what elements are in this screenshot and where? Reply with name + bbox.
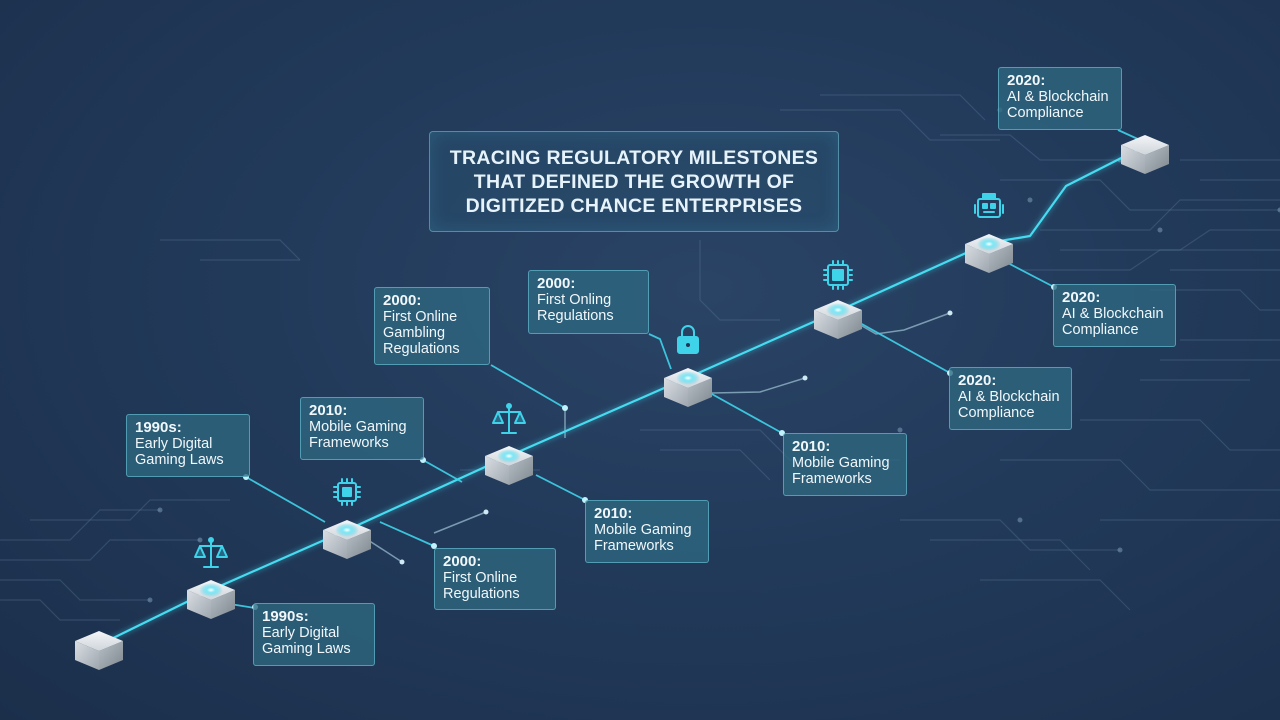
milestone-label: 2010: Mobile Gaming Frameworks: [783, 433, 907, 496]
link-dot: [802, 375, 808, 381]
chip-icon: [333, 478, 361, 506]
milestone-text: Mobile Gaming Frameworks: [309, 419, 407, 451]
timeline-line: [96, 143, 1148, 648]
timeline-node-cube: [965, 234, 1013, 273]
node-glow: [497, 449, 521, 463]
connector-dot: [431, 543, 437, 549]
link-dot: [947, 310, 953, 316]
milestone-year: 2000:: [443, 553, 482, 570]
milestone-year: 2020:: [958, 372, 997, 389]
timeline-node-cube: [1121, 135, 1169, 174]
milestone-year: 2020:: [1007, 72, 1046, 89]
node-glow: [335, 523, 359, 537]
timeline-node-cube: [323, 520, 371, 559]
milestone-year: 2000:: [537, 275, 576, 292]
title-panel: TRACING REGULATORY MILESTONES THAT DEFIN…: [429, 131, 839, 232]
milestone-label: 2010: Mobile Gaming Frameworks: [585, 500, 709, 563]
milestone-text: First Onling Regulations: [537, 292, 614, 324]
chip-icon: [823, 260, 853, 290]
node-glow: [977, 237, 1001, 251]
milestone-label: 2010: Mobile Gaming Frameworks: [300, 397, 424, 460]
link-dot: [399, 559, 405, 565]
timeline-node-cube: [75, 631, 123, 670]
milestone-label: 2000: First Online Gambling Regulations: [374, 287, 490, 365]
milestone-label: 1990s: Early Digital Gaming Laws: [126, 414, 250, 477]
page-title: TRACING REGULATORY MILESTONES THAT DEFIN…: [449, 146, 819, 217]
robot-icon: [974, 193, 1004, 218]
secondary-connectors: [367, 312, 951, 563]
circuit-background: [0, 94, 1280, 621]
milestone-year: 2010:: [594, 505, 633, 522]
padlock-icon: [677, 325, 699, 354]
timeline-node-cube: [485, 446, 533, 485]
milestone-year: 2010:: [309, 402, 348, 419]
milestone-label: 2020: AI & Blockchain Compliance: [998, 67, 1122, 130]
milestone-text: Early Digital Gaming Laws: [262, 625, 351, 657]
milestone-text: Mobile Gaming Frameworks: [792, 455, 890, 487]
milestone-label: 1990s: Early Digital Gaming Laws: [253, 603, 375, 666]
milestone-text: Early Digital Gaming Laws: [135, 436, 224, 468]
timeline-node-cube: [814, 300, 862, 339]
milestone-label: 2000: First Online Regulations: [434, 548, 556, 610]
node-glow: [199, 583, 223, 597]
milestone-label: 2000: First Onling Regulations: [528, 270, 649, 334]
milestone-year: 1990s:: [262, 608, 309, 625]
milestone-text: AI & Blockchain Compliance: [1062, 306, 1164, 338]
milestone-text: AI & Blockchain Compliance: [958, 389, 1060, 421]
milestone-label: 2020: AI & Blockchain Compliance: [1053, 284, 1176, 347]
timeline-node-cube: [187, 580, 235, 619]
connector-dot: [562, 405, 568, 411]
milestone-text: First Online Gambling Regulations: [383, 309, 460, 357]
milestone-year: 1990s:: [135, 419, 182, 436]
milestone-text: First Online Regulations: [443, 570, 520, 602]
link-dot: [483, 509, 489, 515]
scales-icon: [194, 537, 228, 568]
milestone-text: AI & Blockchain Compliance: [1007, 89, 1109, 121]
node-glow: [676, 371, 700, 385]
scales-icon: [492, 403, 526, 434]
milestone-label: 2020: AI & Blockchain Compliance: [949, 367, 1072, 430]
milestone-text: Mobile Gaming Frameworks: [594, 522, 692, 554]
milestone-year: 2000:: [383, 292, 422, 309]
timeline-node-cube: [664, 368, 712, 407]
node-glow: [826, 303, 850, 317]
milestone-year: 2010:: [792, 438, 831, 455]
milestone-year: 2020:: [1062, 289, 1101, 306]
